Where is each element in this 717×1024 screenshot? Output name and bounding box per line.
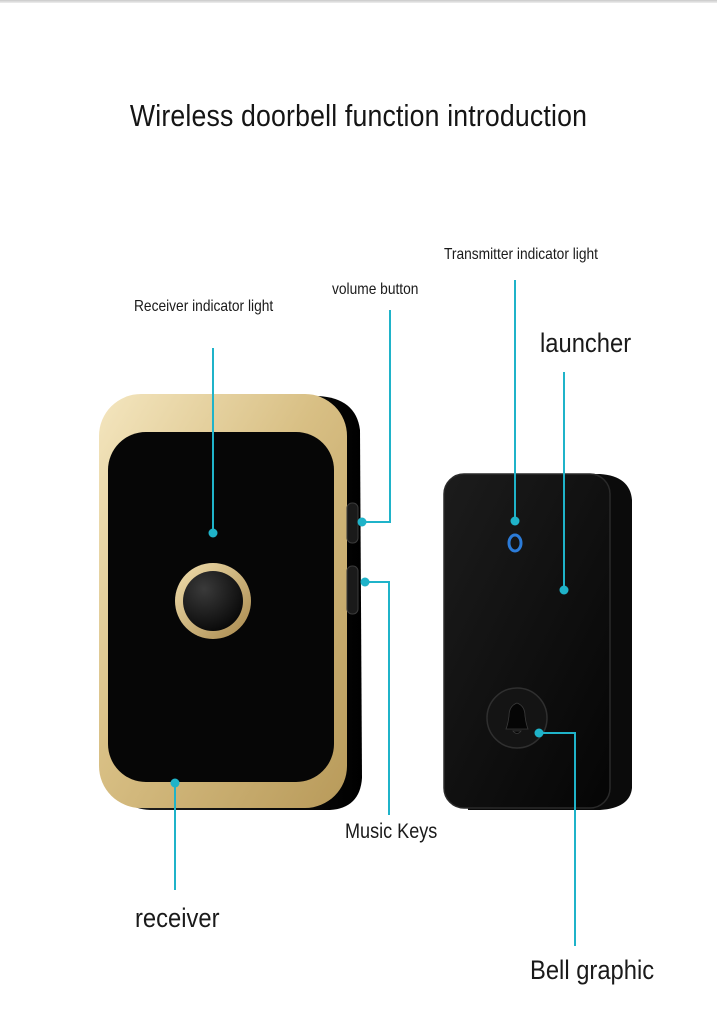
- callout-volume-line: [362, 310, 391, 523]
- label-bell-graphic: Bell graphic: [530, 955, 655, 985]
- label-receiver: receiver: [135, 903, 220, 933]
- receiver-device: [99, 394, 362, 810]
- label-launcher: launcher: [540, 328, 632, 358]
- bell-icon: [505, 702, 529, 734]
- dot-bell-graphic: [534, 728, 544, 738]
- page-title: Wireless doorbell function introduction: [129, 98, 588, 133]
- receiver-button: [183, 571, 243, 631]
- callout-lines: [174, 280, 576, 946]
- dot-volume-key: [357, 517, 367, 527]
- label-music-keys: Music Keys: [345, 820, 438, 843]
- label-volume-button: volume button: [332, 281, 419, 298]
- top-divider: [0, 0, 717, 3]
- label-receiver-indicator-light: Receiver indicator light: [134, 298, 274, 315]
- label-transmitter-indicator-light: Transmitter indicator light: [444, 246, 598, 263]
- music-key: [346, 565, 359, 615]
- transmitter-device: [443, 473, 632, 810]
- dot-music-key: [360, 577, 370, 587]
- transmitter-indicator-led: [507, 533, 523, 553]
- callout-music-line: [362, 581, 390, 815]
- callout-dots: [170, 516, 569, 788]
- dot-receiver: [170, 778, 180, 788]
- dot-launcher: [559, 585, 569, 595]
- dot-transmitter-indicator: [510, 516, 520, 526]
- transmitter-face: [443, 473, 611, 809]
- dot-receiver-indicator: [208, 528, 218, 538]
- callout-bell-line: [539, 732, 576, 946]
- volume-key: [346, 502, 359, 544]
